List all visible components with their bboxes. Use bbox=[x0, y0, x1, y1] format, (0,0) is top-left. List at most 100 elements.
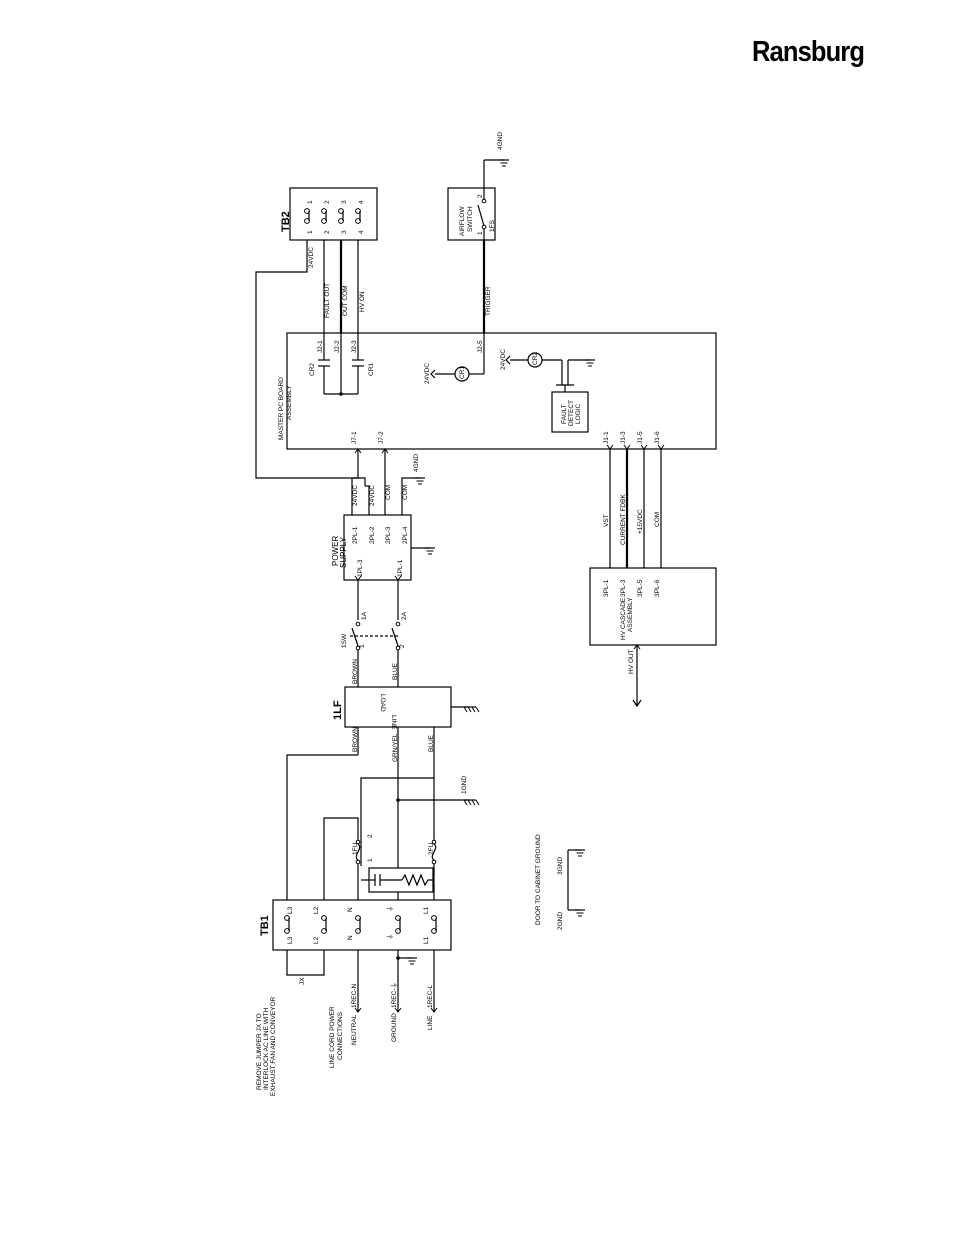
filter-ref: 1LF bbox=[332, 700, 344, 720]
fuse-ref: 2FU bbox=[428, 842, 435, 855]
cascade-pin: 3PL-5 bbox=[637, 579, 644, 597]
tb1-right-term: L1 bbox=[423, 906, 430, 914]
airflow-pin: 1 bbox=[477, 231, 484, 235]
cascade-label: ASSEMBLY bbox=[627, 597, 634, 632]
filter-tb1-wires bbox=[286, 754, 480, 900]
gnd-label: 4GND bbox=[497, 132, 504, 150]
wire-color: BLUE bbox=[392, 662, 399, 680]
coil-label: CR2 bbox=[532, 352, 539, 365]
j1-label: J1-1 bbox=[603, 431, 610, 444]
hv-on-label: HV ON bbox=[359, 291, 366, 312]
hv-cascade bbox=[589, 449, 717, 708]
jumper-label: JX bbox=[299, 977, 306, 985]
gnd-label: 1GND bbox=[461, 776, 468, 794]
power-switch bbox=[350, 580, 401, 687]
tb1-left-term: L2 bbox=[313, 936, 320, 944]
airflow-pin: 2 bbox=[477, 194, 484, 198]
relay-label: CR2 bbox=[309, 363, 316, 376]
brand-logo: Ransburg bbox=[752, 36, 865, 68]
ps-output-label: 24VDC bbox=[352, 485, 359, 506]
door-note: DOOR TO CABINET GROUND bbox=[535, 834, 542, 925]
gnd-label: 2GND bbox=[557, 912, 564, 930]
wire-color: GRN/YEL bbox=[392, 733, 399, 762]
tb1-right-term: N bbox=[347, 907, 354, 912]
wire-color: BROWN bbox=[352, 727, 359, 752]
logic-label: FAULT bbox=[561, 404, 568, 424]
tb1-left-term: ⏚ bbox=[386, 934, 394, 941]
filter-load: LOAD bbox=[379, 694, 386, 712]
ps-label: POWER bbox=[331, 536, 340, 566]
tb2-left-term: 1 bbox=[307, 230, 314, 234]
j7-label: J7-2 bbox=[378, 431, 385, 444]
tb2-left-term: 4 bbox=[358, 230, 365, 234]
pin-label: J2-2 bbox=[334, 340, 341, 353]
jumper-note: INTERLOCK AC LINE WITH bbox=[263, 1007, 270, 1090]
gnd-label: 3GND bbox=[557, 857, 564, 875]
switch-out: 2A bbox=[401, 611, 408, 620]
plug-label: 1REC-⏚ bbox=[390, 982, 398, 1008]
plug-label: 1REC-L bbox=[427, 984, 434, 1008]
ps-pin: 2PL-4 bbox=[402, 526, 409, 544]
out-com-label: OUT COM bbox=[342, 285, 349, 316]
pin-label: J2-5 bbox=[477, 340, 484, 353]
cascade-pin: 3PL-1 bbox=[603, 579, 610, 597]
cascade-pin: 3PL-3 bbox=[620, 579, 627, 597]
tb1-title: TB1 bbox=[259, 915, 271, 936]
board-label: ASSEMBLY bbox=[286, 385, 293, 420]
jumper-note: REMOVE JUMPER JX TO bbox=[256, 1013, 263, 1090]
airflow-label: AIRFLOW bbox=[459, 206, 466, 236]
cascade-pin: 3PL-6 bbox=[654, 579, 661, 597]
logic-label: DETECT bbox=[568, 400, 575, 426]
fuse-pin: 1 bbox=[367, 858, 374, 862]
line-cord-heading: CONNECTIONS bbox=[337, 1011, 344, 1060]
fuse-pin: 2 bbox=[367, 834, 374, 838]
tb2-left-term: 2 bbox=[324, 230, 331, 234]
airflow-switch bbox=[447, 159, 510, 338]
tb1-right-term: L2 bbox=[313, 906, 320, 914]
ps-output-label: 24VDC bbox=[369, 485, 376, 506]
tb2-left-term: 3 bbox=[341, 230, 348, 234]
master-pc-board bbox=[286, 332, 717, 454]
j7-wires bbox=[348, 449, 426, 520]
airflow-label: SWITCH bbox=[467, 206, 474, 232]
switch-pin: 2 bbox=[399, 644, 406, 648]
tb2-title: TB2 bbox=[280, 211, 292, 232]
cascade-wire: COM bbox=[654, 512, 661, 527]
tb1-right-term: ⏚ bbox=[386, 906, 394, 913]
tb2-right-term: 4 bbox=[358, 200, 365, 204]
tb2-right-term: 1 bbox=[307, 200, 314, 204]
tb2-right-term: 3 bbox=[341, 200, 348, 204]
line-cord-name: GROUND bbox=[391, 1013, 398, 1042]
relay-label: CR1 bbox=[368, 363, 375, 376]
filter-line: LINE bbox=[390, 715, 397, 730]
ps-pin: 1PL-3 bbox=[357, 559, 364, 577]
cascade-label: HV CASCADE bbox=[620, 597, 627, 640]
switch-ref: 1SW bbox=[341, 633, 348, 648]
trigger-label: TRIGGER bbox=[485, 286, 492, 316]
wire-color: BROWN bbox=[352, 659, 359, 684]
gnd-label: 4GND bbox=[413, 454, 420, 472]
line-cord-name: NEUTRAL bbox=[351, 1014, 358, 1045]
door-ground bbox=[567, 849, 586, 917]
cascade-wire: CURRENT FDBK bbox=[620, 494, 627, 545]
pin-label: J2-1 bbox=[317, 340, 324, 353]
tb1-left-term: N bbox=[347, 935, 354, 940]
cascade-wire: VST bbox=[603, 514, 610, 527]
fuses bbox=[355, 839, 437, 900]
tb1-left-term: L3 bbox=[287, 936, 294, 944]
terminal-block-tb2: TB2 1 2 3 4 1 2 3 4 bbox=[280, 187, 378, 241]
ps-output-label: COM bbox=[402, 485, 409, 500]
supply-label: 24VDC bbox=[424, 363, 431, 384]
board-label: MASTER PC BOARD bbox=[278, 377, 285, 440]
j7-label: J7-1 bbox=[351, 431, 358, 444]
switch-pin: 1 bbox=[359, 644, 366, 648]
switch-out: 1A bbox=[361, 611, 368, 620]
ps-pin: 2PL-2 bbox=[369, 526, 376, 544]
jumper-note: EXHAUST FAN AND CONVEYOR bbox=[270, 996, 277, 1096]
fault-out-label: FAULT OUT bbox=[324, 283, 331, 318]
pin-label: J2-3 bbox=[351, 340, 358, 353]
tb1-right-term: L3 bbox=[287, 906, 294, 914]
j1-label: J1-3 bbox=[620, 431, 627, 444]
power-supply bbox=[343, 514, 436, 581]
tb2-right-term: 2 bbox=[324, 200, 331, 204]
